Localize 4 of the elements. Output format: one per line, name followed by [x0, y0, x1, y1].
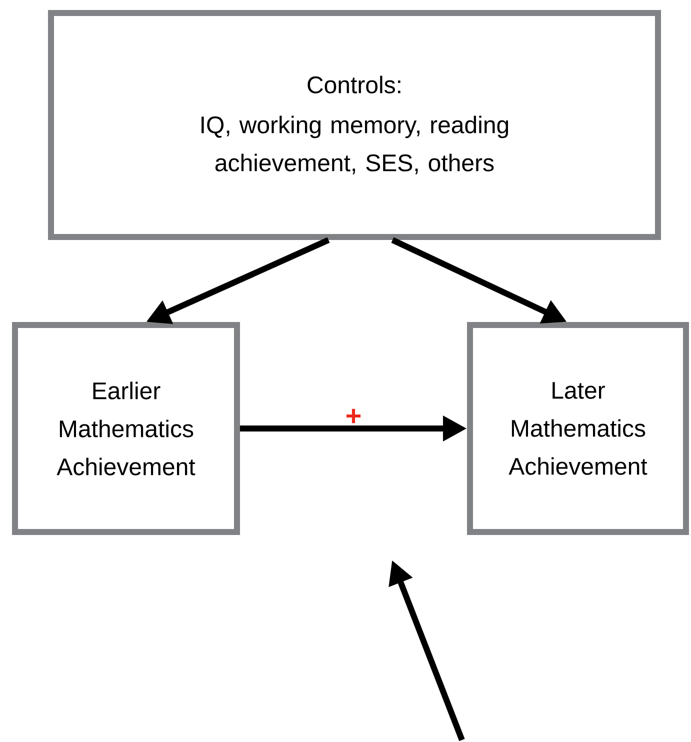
- text-box: Later Mathematics Achievement: [467, 322, 689, 535]
- edge-label: +: [346, 408, 361, 424]
- text-box: Earlier Mathematics Achievement: [12, 322, 240, 535]
- text-box: Controls: IQ, working memory, reading achievement, SES, others: [48, 10, 661, 240]
